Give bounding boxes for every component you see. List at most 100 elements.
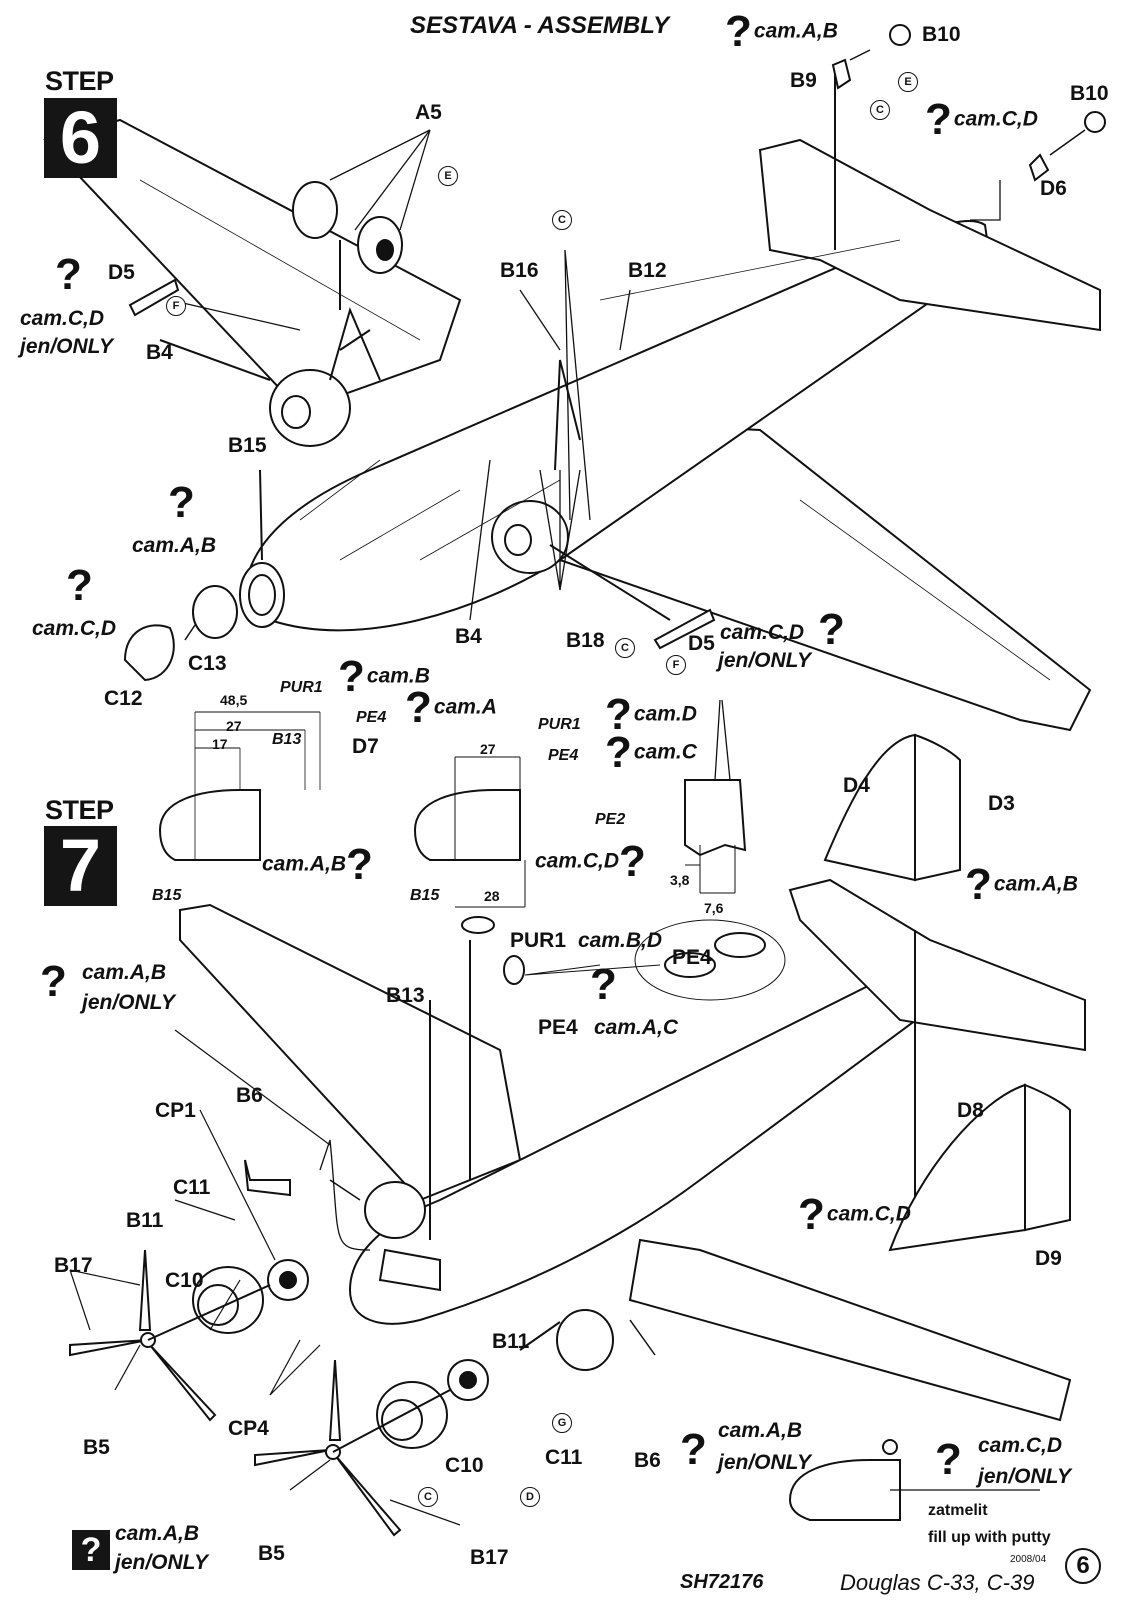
part-label-b5-second: B5: [258, 1542, 285, 1565]
part-label-d3: D3: [988, 792, 1015, 815]
part-label-pur1-a: PUR1: [280, 679, 323, 696]
part-label-cp4: CP4: [228, 1417, 269, 1440]
part-label-c11: C11: [173, 1176, 211, 1199]
part-label-c11-second: C11: [545, 1446, 583, 1469]
paint-code-d: D: [520, 1487, 540, 1507]
step-6-label: STEP: [45, 66, 114, 96]
part-label-pe2: PE2: [595, 811, 626, 828]
cam-note-only-cd-bottom: jen/ONLY: [978, 1465, 1071, 1488]
part-label-b10-second: B10: [1070, 82, 1109, 105]
cam-note-c-d-nose2: cam.C,D?: [535, 837, 646, 886]
part-label-b17-second: B17: [470, 1546, 509, 1569]
part-label-c10-second: C10: [445, 1454, 484, 1477]
part-label-b18: B18: [566, 629, 605, 652]
cam-note-q-ab: ?: [168, 478, 195, 527]
cam-note-only-right: jen/ONLY: [718, 649, 811, 672]
cam-note-question: ?: [55, 250, 82, 299]
footer-code: SH72176: [680, 1571, 764, 1593]
part-label-c10: C10: [165, 1269, 204, 1292]
part-label-b15-third: B15: [410, 887, 440, 904]
cam-note-c-d-bottom: cam.C,D: [978, 1434, 1063, 1457]
part-label-b5: B5: [83, 1436, 110, 1459]
putty-note-en: fill up with putty: [928, 1529, 1051, 1546]
part-label-d5: D5: [108, 261, 135, 284]
part-label-b4: B4: [146, 341, 173, 364]
dimension-28: 28: [484, 888, 500, 904]
cam-note-c-d-only-right: cam.C,D: [720, 621, 805, 644]
cam-note-a-b-bottom: cam.A,B: [718, 1419, 803, 1442]
cam-note-a-b-step6: cam.A,B: [132, 534, 217, 557]
paint-code-f: F: [166, 296, 186, 316]
paint-code-g: G: [552, 1413, 572, 1433]
step-7-number: 7: [44, 826, 117, 906]
cam-note-q-bottom: ?: [680, 1425, 707, 1474]
cam-note-a-c: cam.A,C: [594, 1016, 679, 1039]
cam-note-q-ac: ?: [590, 960, 617, 1009]
part-label-b12: B12: [628, 259, 667, 282]
part-label-a5: A5: [415, 101, 442, 124]
dimension-7-6: 7,6: [704, 900, 724, 916]
cam-note-only-bottom: jen/ONLY: [718, 1451, 811, 1474]
cam-note-a: ?cam.A: [405, 683, 497, 732]
paint-code-c-3: C: [615, 638, 635, 658]
cam-note-b: ?cam.B: [338, 652, 430, 701]
cam-note-c-d-only-left: cam.C,D: [20, 307, 105, 330]
step-7-label: STEP: [45, 795, 114, 825]
part-label-b13-second: B13: [386, 984, 425, 1007]
paint-code-c-2: C: [552, 210, 572, 230]
paint-code-f-2: F: [666, 655, 686, 675]
paint-code-c: C: [870, 100, 890, 120]
cam-note-d: ?cam.D: [605, 690, 697, 739]
cam-note-c-d-nose: cam.C,D: [32, 617, 117, 640]
part-label-c13: C13: [188, 652, 227, 675]
cam-note-c-d-tail: ?cam.C,D: [798, 1190, 911, 1239]
part-label-d5-second: D5: [688, 632, 715, 655]
cam-note-q-cd-bottom: ?: [935, 1435, 962, 1484]
cam-note-a-b-nose: cam.A,B?: [262, 840, 373, 889]
cam-note-q-cd: ?: [66, 561, 93, 610]
part-label-b15: B15: [228, 434, 267, 457]
paint-code-e-2: E: [898, 72, 918, 92]
part-label-cp1: CP1: [155, 1099, 196, 1122]
part-label-d4: D4: [843, 774, 870, 797]
dimension-17: 17: [212, 736, 228, 752]
header-cam-note: ?cam.A,B: [725, 7, 838, 56]
paint-code-e: E: [438, 166, 458, 186]
part-label-b15-second: B15: [152, 887, 182, 904]
cam-note-a-b-step7: cam.A,B: [82, 961, 167, 984]
step-6-number: 6: [44, 98, 117, 178]
footer-title: Douglas C-33, C-39: [840, 1570, 1035, 1595]
cam-note-c: ?cam.C: [605, 728, 697, 777]
part-label-pe4-a: PE4: [356, 709, 387, 726]
page-number: 6: [1065, 1548, 1101, 1584]
cam-note-b-d: cam.B,D: [578, 929, 663, 952]
part-label-pur1-c: PUR1: [510, 929, 567, 952]
part-label-b17: B17: [54, 1254, 93, 1277]
part-label-b6: B6: [236, 1084, 263, 1107]
cam-note-q-right: ?: [818, 605, 845, 654]
part-label-b4-second: B4: [455, 625, 482, 648]
part-label-d8: D8: [957, 1099, 984, 1122]
cam-note-only-step7: jen/ONLY: [82, 991, 175, 1014]
part-label-b13: B13: [272, 731, 302, 748]
dimension-3-8: 3,8: [670, 872, 690, 888]
dimension-48-5: 48,5: [220, 692, 248, 708]
cam-note-c-d-top: ?cam.C,D: [925, 95, 1038, 144]
step6-airframe: [43, 24, 1106, 732]
assembly-title: SESTAVA - ASSEMBLY: [410, 12, 670, 39]
footer-date: 2008/04: [1010, 1554, 1047, 1565]
part-label-pur1-b: PUR1: [538, 716, 581, 733]
part-label-b11-second: B11: [492, 1330, 530, 1353]
putty-note-cz: zatmelit: [928, 1502, 988, 1519]
cam-note-a-b-tail: ?cam.A,B: [965, 860, 1078, 909]
step7-airframe: [69, 733, 1086, 1537]
dimension-27-b: 27: [480, 741, 496, 757]
part-label-b16: B16: [500, 259, 539, 282]
dimension-27-a: 27: [226, 718, 242, 734]
part-label-pe4-b: PE4: [548, 747, 579, 764]
nose-detail-views: [158, 699, 747, 908]
part-label-b9: B9: [790, 69, 817, 92]
part-label-d9: D9: [1035, 1247, 1062, 1270]
